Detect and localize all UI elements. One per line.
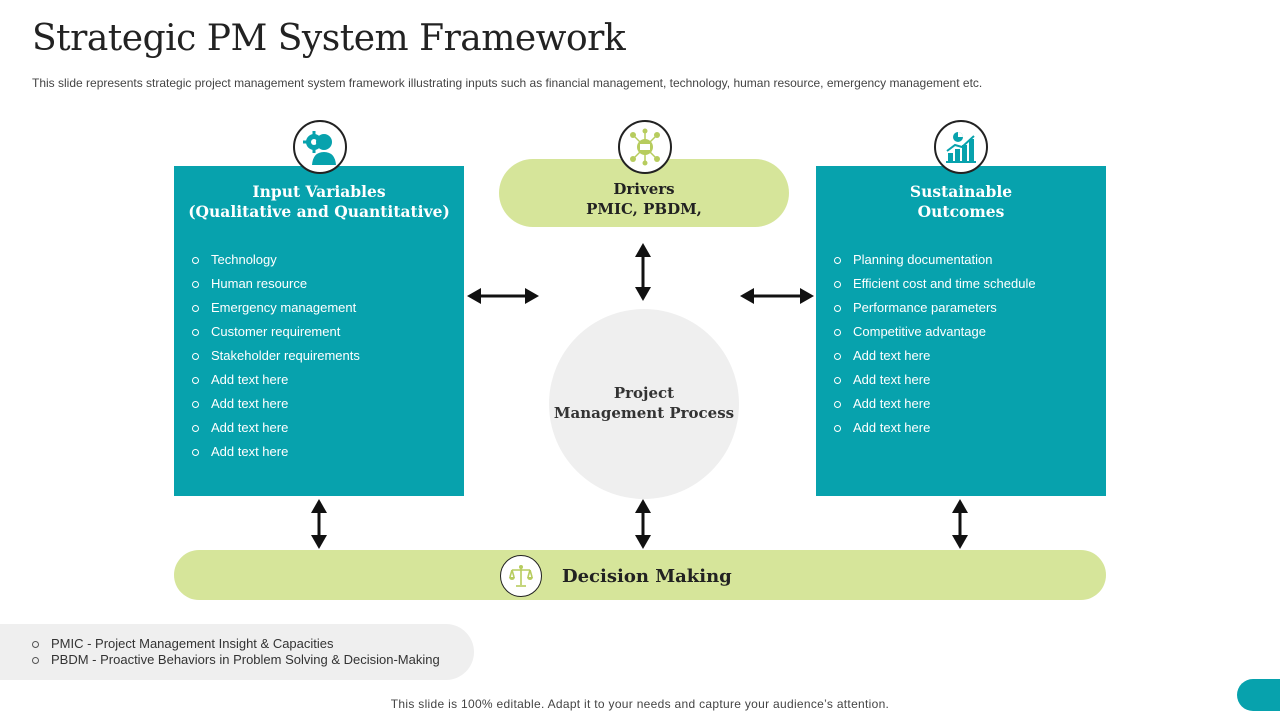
process-text: Project Management Process	[553, 384, 735, 422]
bullet-icon	[192, 304, 199, 312]
bullet-icon	[834, 280, 841, 288]
page-title: Strategic PM System Framework	[32, 18, 626, 59]
person-gear-icon	[293, 120, 347, 174]
scales-icon	[500, 555, 542, 597]
bar-chart-icon	[934, 120, 988, 174]
legend-item: PBDM - Proactive Behaviors in Problem So…	[32, 652, 440, 668]
bullet-icon	[834, 376, 841, 384]
bullet-icon	[834, 424, 841, 432]
bullet-icon	[192, 400, 199, 408]
input-variables-heading: Input Variables (Qualitative and Quantit…	[188, 182, 450, 221]
list-item: Competitive advantage	[834, 320, 1036, 344]
list-item: Add text here	[834, 392, 1036, 416]
list-item: Add text here	[834, 344, 1036, 368]
double-arrow-vertical-right	[952, 499, 968, 549]
list-item: Add text here	[192, 392, 360, 416]
corner-tab	[1237, 679, 1280, 711]
double-arrow-vertical-top	[635, 243, 651, 301]
sustainable-outcomes-list: Planning documentation Efficient cost an…	[834, 248, 1036, 440]
abbreviations-legend: PMIC - Project Management Insight & Capa…	[0, 624, 474, 680]
bullet-icon	[834, 304, 841, 312]
list-item: Stakeholder requirements	[192, 344, 360, 368]
input-variables-box: Input Variables (Qualitative and Quantit…	[174, 166, 464, 496]
bullet-icon	[834, 256, 841, 264]
bullet-icon	[32, 656, 39, 664]
bullet-icon	[192, 448, 199, 456]
double-arrow-horizontal-right	[740, 288, 814, 304]
decision-making-text: Decision Making	[562, 566, 732, 587]
bullet-icon	[192, 376, 199, 384]
drivers-text: Drivers PMIC, PBDM,	[586, 180, 702, 218]
project-management-process-circle: Project Management Process	[549, 309, 739, 499]
list-item: Emergency management	[192, 296, 360, 320]
list-item: Efficient cost and time schedule	[834, 272, 1036, 296]
list-item: Add text here	[192, 368, 360, 392]
input-variables-list: Technology Human resource Emergency mana…	[192, 248, 360, 464]
bullet-icon	[834, 328, 841, 336]
list-item: Performance parameters	[834, 296, 1036, 320]
list-item: Human resource	[192, 272, 360, 296]
bullet-icon	[192, 328, 199, 336]
list-item: Add text here	[834, 416, 1036, 440]
bullet-icon	[192, 424, 199, 432]
decision-making-bar: Decision Making	[174, 550, 1106, 600]
sustainable-outcomes-box: Sustainable Outcomes Planning documentat…	[816, 166, 1106, 496]
double-arrow-vertical-left	[311, 499, 327, 549]
double-arrow-vertical-center	[635, 499, 651, 549]
list-item: Customer requirement	[192, 320, 360, 344]
legend-item: PMIC - Project Management Insight & Capa…	[32, 636, 440, 652]
footer-note: This slide is 100% editable. Adapt it to…	[390, 697, 890, 711]
list-item: Add text here	[192, 416, 360, 440]
list-item: Planning documentation	[834, 248, 1036, 272]
list-item: Add text here	[834, 368, 1036, 392]
bullet-icon	[834, 400, 841, 408]
bullet-icon	[192, 352, 199, 360]
list-item: Add text here	[192, 440, 360, 464]
bullet-icon	[192, 280, 199, 288]
page-subtitle: This slide represents strategic project …	[32, 76, 983, 90]
bullet-icon	[192, 256, 199, 264]
bullet-icon	[834, 352, 841, 360]
list-item: Technology	[192, 248, 360, 272]
network-hub-icon	[618, 120, 672, 174]
double-arrow-horizontal-left	[467, 288, 539, 304]
bullet-icon	[32, 640, 39, 648]
sustainable-outcomes-heading: Sustainable Outcomes	[909, 182, 1013, 221]
